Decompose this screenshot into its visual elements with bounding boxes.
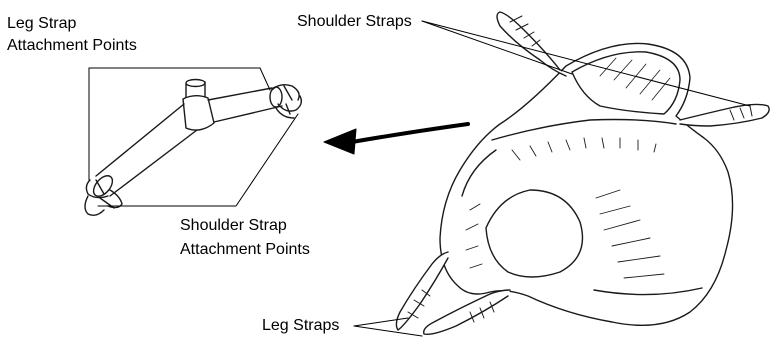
leg-straps-label: Leg Straps — [262, 316, 339, 336]
shoulder-attach-label-line2: Attachment Points — [180, 240, 310, 260]
shoulder-attach-label-line1: Shoulder Strap — [180, 216, 287, 236]
leader-lines-leg-attach — [89, 68, 270, 180]
leader-lines-leg-straps — [354, 318, 422, 336]
leg-attach-label-line2: Attachment Points — [7, 36, 137, 56]
leg-attach-label-line1: Leg Strap — [7, 14, 76, 34]
shoulder-straps-label: Shoulder Straps — [297, 12, 412, 32]
sling — [396, 12, 769, 334]
direction-arrow — [324, 124, 468, 154]
spreader-bar — [85, 80, 301, 216]
